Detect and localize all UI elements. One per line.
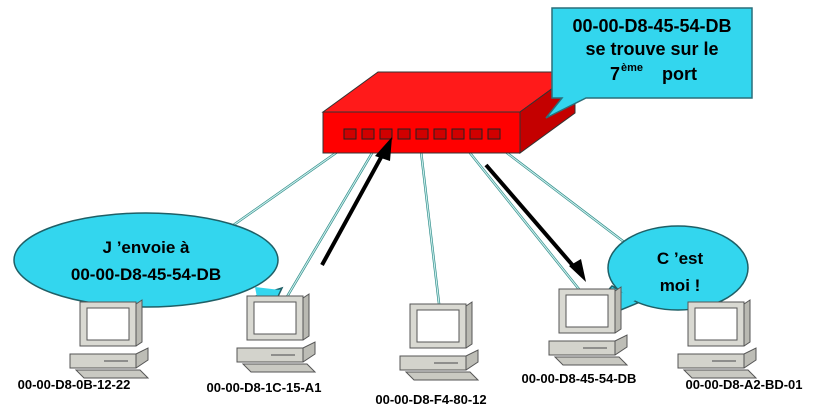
bubble-receiver-line1: C ’est	[657, 249, 704, 268]
switch-callout: 00-00-D8-45-54-DB se trouve sur le 7 ème…	[545, 7, 753, 119]
switch	[321, 71, 577, 154]
callout-line1: 00-00-D8-45-54-DB	[572, 16, 731, 36]
host-2: 00-00-D8-1C-15-A1	[207, 293, 322, 395]
callout-line3-sup: ème	[621, 62, 643, 74]
callout-line2: se trouve sur le	[585, 39, 718, 59]
computer-icon	[69, 299, 149, 379]
speech-bubble-sender: J ’envoie à 00-00-D8-45-54-DB	[13, 212, 284, 333]
switch-ports	[343, 128, 501, 140]
host-mac: 00-00-D8-F4-80-12	[375, 392, 486, 407]
host-mac: 00-00-D8-45-54-DB	[522, 371, 637, 386]
computer-icon	[677, 299, 757, 379]
host-3: 00-00-D8-F4-80-12	[375, 301, 487, 407]
bubble-sender-line1: J ’envoie à	[103, 238, 190, 257]
callout-line3-num: 7	[610, 64, 620, 84]
host-4: 00-00-D8-45-54-DB	[522, 286, 637, 386]
host-mac: 00-00-D8-A2-BD-01	[685, 377, 802, 392]
bubble-receiver-line2: moi !	[660, 276, 701, 295]
arrow-up	[320, 151, 386, 266]
arrow-down	[484, 163, 577, 270]
arrows	[320, 137, 586, 282]
host-5: 00-00-D8-A2-BD-01	[677, 299, 803, 392]
callout-line3-rest: port	[662, 64, 697, 84]
computer-icon	[548, 286, 628, 366]
bubble-sender-line2: 00-00-D8-45-54-DB	[71, 265, 221, 284]
computer-icon	[236, 293, 316, 373]
host-mac: 00-00-D8-0B-12-22	[18, 377, 131, 392]
host-mac: 00-00-D8-1C-15-A1	[207, 380, 322, 395]
computer-icon	[399, 301, 479, 381]
host-1: 00-00-D8-0B-12-22	[18, 299, 149, 392]
